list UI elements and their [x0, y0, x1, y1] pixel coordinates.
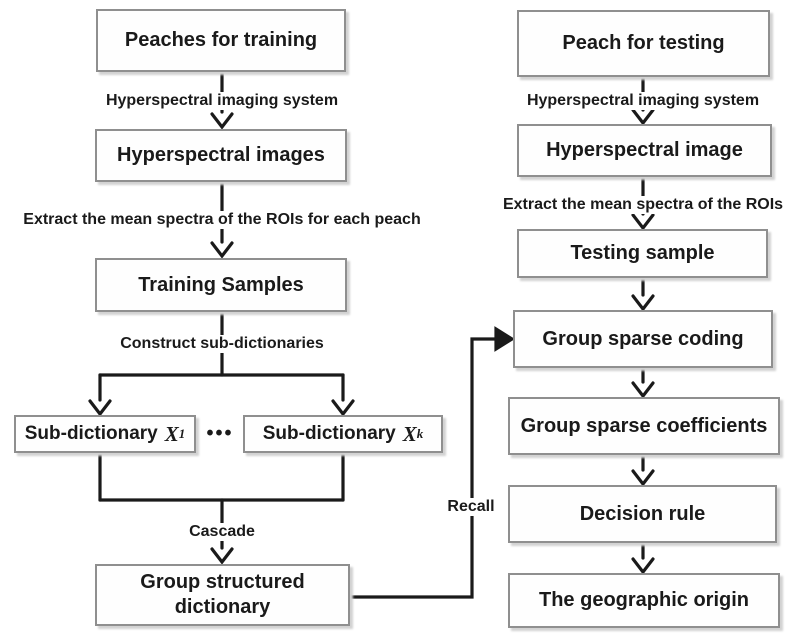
node-hyperspectral-image: Hyperspectral image	[517, 124, 772, 177]
node-hyperspectral-images: Hyperspectral images	[95, 129, 347, 182]
edge-extract-left-arrowhead	[210, 241, 234, 259]
edge-label-cascade: Cascade	[185, 523, 259, 541]
node-group-sparse-coding: Group sparse coding	[513, 310, 773, 368]
edge-coeff-decision-arrowhead	[631, 469, 655, 487]
sub-dictionary-1-symbol: X	[164, 421, 179, 446]
edge-label-extract-right: Extract the mean spectra of the ROIs	[498, 196, 788, 214]
edge-testing-imaging-arrowhead	[631, 108, 655, 126]
edge-sample-coding-arrowhead	[631, 294, 655, 312]
edge-label-construct-subdictionaries: Construct sub-dictionaries	[116, 335, 328, 353]
node-group-sparse-coefficients: Group sparse coefficients	[508, 397, 780, 455]
node-testing-sample: Testing sample	[517, 229, 768, 278]
split-left-arrowhead	[88, 399, 112, 417]
edge-label-imaging-system-left: Hyperspectral imaging system	[101, 92, 343, 110]
edge-extract-right-arrowhead	[631, 213, 655, 231]
node-peaches-for-training: Peaches for training	[96, 9, 346, 72]
ellipsis-dots: •••	[206, 422, 234, 445]
recall-path	[348, 337, 498, 599]
edge-decision-origin-arrowhead	[631, 557, 655, 575]
node-geographic-origin: The geographic origin	[508, 573, 780, 628]
edge-coding-coeff-arrowhead	[631, 381, 655, 399]
node-training-samples: Training Samples	[95, 258, 347, 312]
node-peach-for-testing: Peach for testing	[517, 10, 770, 77]
edge-label-extract-left: Extract the mean spectra of the ROIs for…	[19, 211, 425, 229]
sub-dictionary-k-label: Sub-dictionary	[262, 423, 396, 445]
edge-label-recall: Recall	[443, 498, 499, 516]
sub-dictionary-1-label: Sub-dictionary	[24, 423, 158, 445]
sub-dictionary-k-symbol: X	[402, 421, 417, 446]
edge-cascade-arrowhead	[210, 547, 234, 565]
node-decision-rule: Decision rule	[508, 485, 777, 543]
edge-training-imaging-arrowhead	[210, 112, 234, 130]
recall-arrowhead	[494, 326, 516, 352]
edge-label-imaging-system-right: Hyperspectral imaging system	[522, 92, 764, 110]
split-right-arrowhead	[331, 399, 355, 417]
node-group-structured-dictionary: Group structured dictionary	[95, 564, 350, 626]
